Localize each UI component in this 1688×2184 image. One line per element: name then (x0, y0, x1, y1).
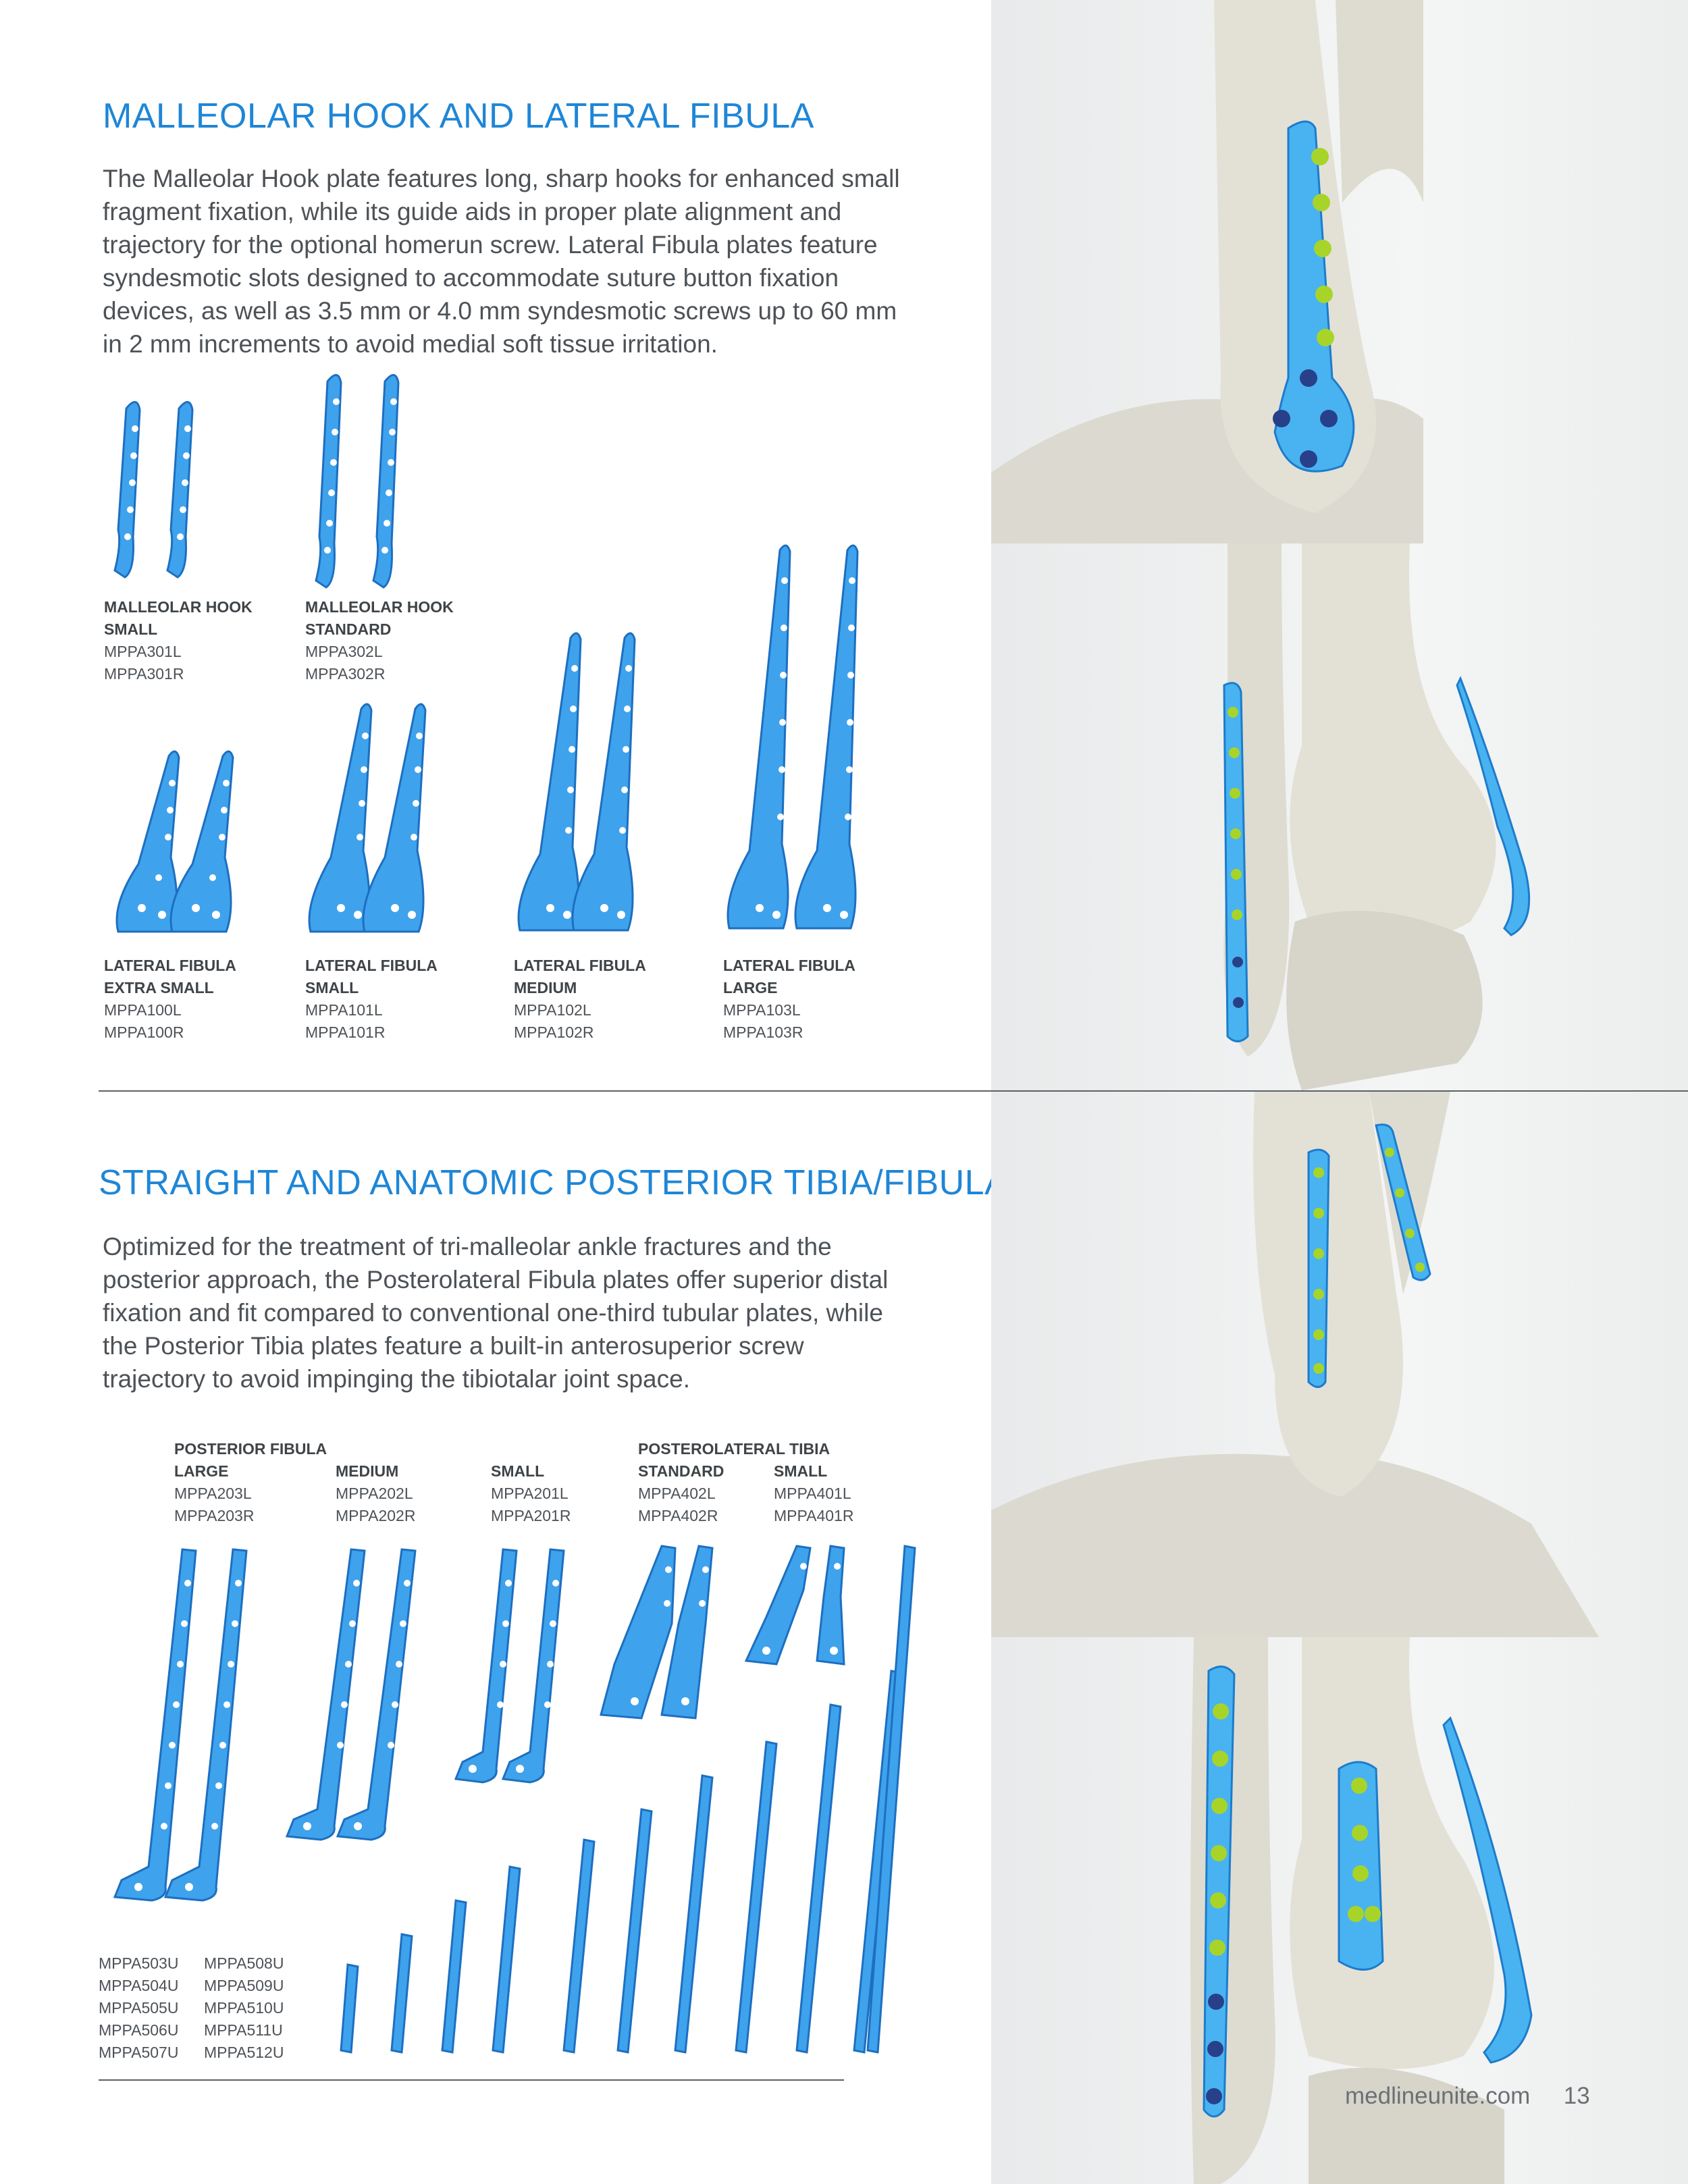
section1-title: MALLEOLAR HOOK AND LATERAL FIBULA (103, 97, 814, 136)
product-code: MPPA512U (204, 2044, 284, 2061)
product-code: MPPA102R (514, 1023, 594, 1041)
product-size: SMALL (491, 1462, 545, 1480)
product-line2: EXTRA SMALL (104, 979, 214, 996)
posterior-plates-image (113, 1545, 916, 2054)
product-code: MPPA506U (99, 2021, 179, 2039)
footer: medlineunite.com 13 (1345, 2083, 1590, 2110)
product-posterior-fibula-small: SMALL MPPA201L MPPA201R (491, 1460, 571, 1527)
product-code: MPPA100R (104, 1023, 184, 1041)
malleolar-hook-plates-image (113, 374, 400, 589)
product-lateral-fibula-medium: LATERAL FIBULA MEDIUM MPPA102L MPPA102R (514, 955, 646, 1044)
product-line1: LATERAL FIBULA (514, 957, 646, 974)
product-line1: LATERAL FIBULA (723, 957, 855, 974)
product-line2: MEDIUM (514, 979, 577, 996)
section-divider (99, 1090, 1688, 1092)
ankle-render-posterior-fibula (991, 1092, 1688, 1637)
product-code: MPPA100L (104, 1001, 182, 1019)
section2-bottom-rule (99, 2079, 844, 2081)
product-code: MPPA402R (638, 1507, 718, 1524)
product-code: MPPA401R (774, 1507, 854, 1524)
product-line1: MALLEOLAR HOOK (104, 598, 253, 616)
product-code: MPPA201L (491, 1485, 569, 1502)
product-code: MPPA103L (723, 1001, 801, 1019)
product-size: SMALL (774, 1462, 828, 1480)
product-code: MPPA103R (723, 1023, 803, 1041)
group-label-posterolateral-tibia: POSTEROLATERAL TIBIA (638, 1440, 830, 1458)
product-line1: LATERAL FIBULA (305, 957, 438, 974)
section2-body: Optimized for the treatment of tri-malle… (103, 1233, 889, 1393)
product-code: MPPA102L (514, 1001, 591, 1019)
product-code: MPPA202R (336, 1507, 416, 1524)
product-code: MPPA202L (336, 1485, 413, 1502)
product-posterolateral-tibia-small: SMALL MPPA401L MPPA401R (774, 1460, 853, 1527)
group-label-posterior-fibula: POSTERIOR FIBULA (174, 1440, 327, 1458)
product-size: STANDARD (638, 1462, 724, 1480)
product-line1: MALLEOLAR HOOK (305, 598, 454, 616)
product-code: MPPA201R (491, 1507, 571, 1524)
product-posterior-fibula-medium: MEDIUM MPPA202L MPPA202R (336, 1460, 415, 1527)
product-code: MPPA101L (305, 1001, 383, 1019)
product-code: MPPA101R (305, 1023, 386, 1041)
lateral-fibula-plates-image (115, 544, 859, 933)
product-code: MPPA510U (204, 1999, 284, 2017)
section2-title: STRAIGHT AND ANATOMIC POSTERIOR TIBIA/FI… (99, 1163, 1009, 1202)
straight-plate-codes-col2: MPPA508U MPPA509U MPPA510U MPPA511U MPPA… (204, 1952, 284, 2064)
product-line2: STANDARD (305, 620, 392, 638)
product-code: MPPA203L (174, 1485, 252, 1502)
product-line2: SMALL (104, 620, 158, 638)
product-lateral-fibula-small: LATERAL FIBULA SMALL MPPA101L MPPA101R (305, 955, 438, 1044)
product-code: MPPA402L (638, 1485, 716, 1502)
ankle-render-malleolar-hook (991, 0, 1688, 543)
section1-body: The Malleolar Hook plate features long, … (103, 165, 900, 358)
page-number: 13 (1563, 2083, 1590, 2109)
product-code: MPPA509U (204, 1977, 284, 1994)
product-code: MPPA301R (104, 665, 184, 683)
product-size: MEDIUM (336, 1462, 399, 1480)
product-code: MPPA508U (204, 1954, 284, 1972)
footer-website-link[interactable]: medlineunite.com (1345, 2083, 1531, 2109)
product-code: MPPA203R (174, 1507, 255, 1524)
product-code: MPPA505U (99, 1999, 179, 2017)
product-line2: SMALL (305, 979, 359, 996)
product-line2: LARGE (723, 979, 778, 996)
product-posterior-fibula-large: POSTERIOR FIBULA LARGE MPPA203L MPPA203R (174, 1438, 327, 1527)
ankle-render-lateral-fibula (991, 543, 1688, 1090)
product-code: MPPA301L (104, 643, 182, 660)
product-malleolar-hook-standard: MALLEOLAR HOOK STANDARD MPPA302L MPPA302… (305, 596, 454, 685)
straight-plate-codes-col1: MPPA503U MPPA504U MPPA505U MPPA506U MPPA… (99, 1952, 178, 2064)
product-code: MPPA302R (305, 665, 386, 683)
product-code: MPPA503U (99, 1954, 179, 1972)
product-code: MPPA511U (204, 2021, 283, 2039)
product-posterolateral-tibia-standard: POSTEROLATERAL TIBIA STANDARD MPPA402L M… (638, 1438, 830, 1527)
product-code: MPPA401L (774, 1485, 851, 1502)
product-code: MPPA302L (305, 643, 383, 660)
product-lateral-fibula-extra-small: LATERAL FIBULA EXTRA SMALL MPPA100L MPPA… (104, 955, 236, 1044)
ankle-render-posterior-tibia (991, 1637, 1688, 2184)
product-lateral-fibula-large: LATERAL FIBULA LARGE MPPA103L MPPA103R (723, 955, 855, 1044)
product-malleolar-hook-small: MALLEOLAR HOOK SMALL MPPA301L MPPA301R (104, 596, 253, 685)
product-size: LARGE (174, 1462, 229, 1480)
product-code: MPPA507U (99, 2044, 179, 2061)
product-code: MPPA504U (99, 1977, 179, 1994)
product-line1: LATERAL FIBULA (104, 957, 236, 974)
